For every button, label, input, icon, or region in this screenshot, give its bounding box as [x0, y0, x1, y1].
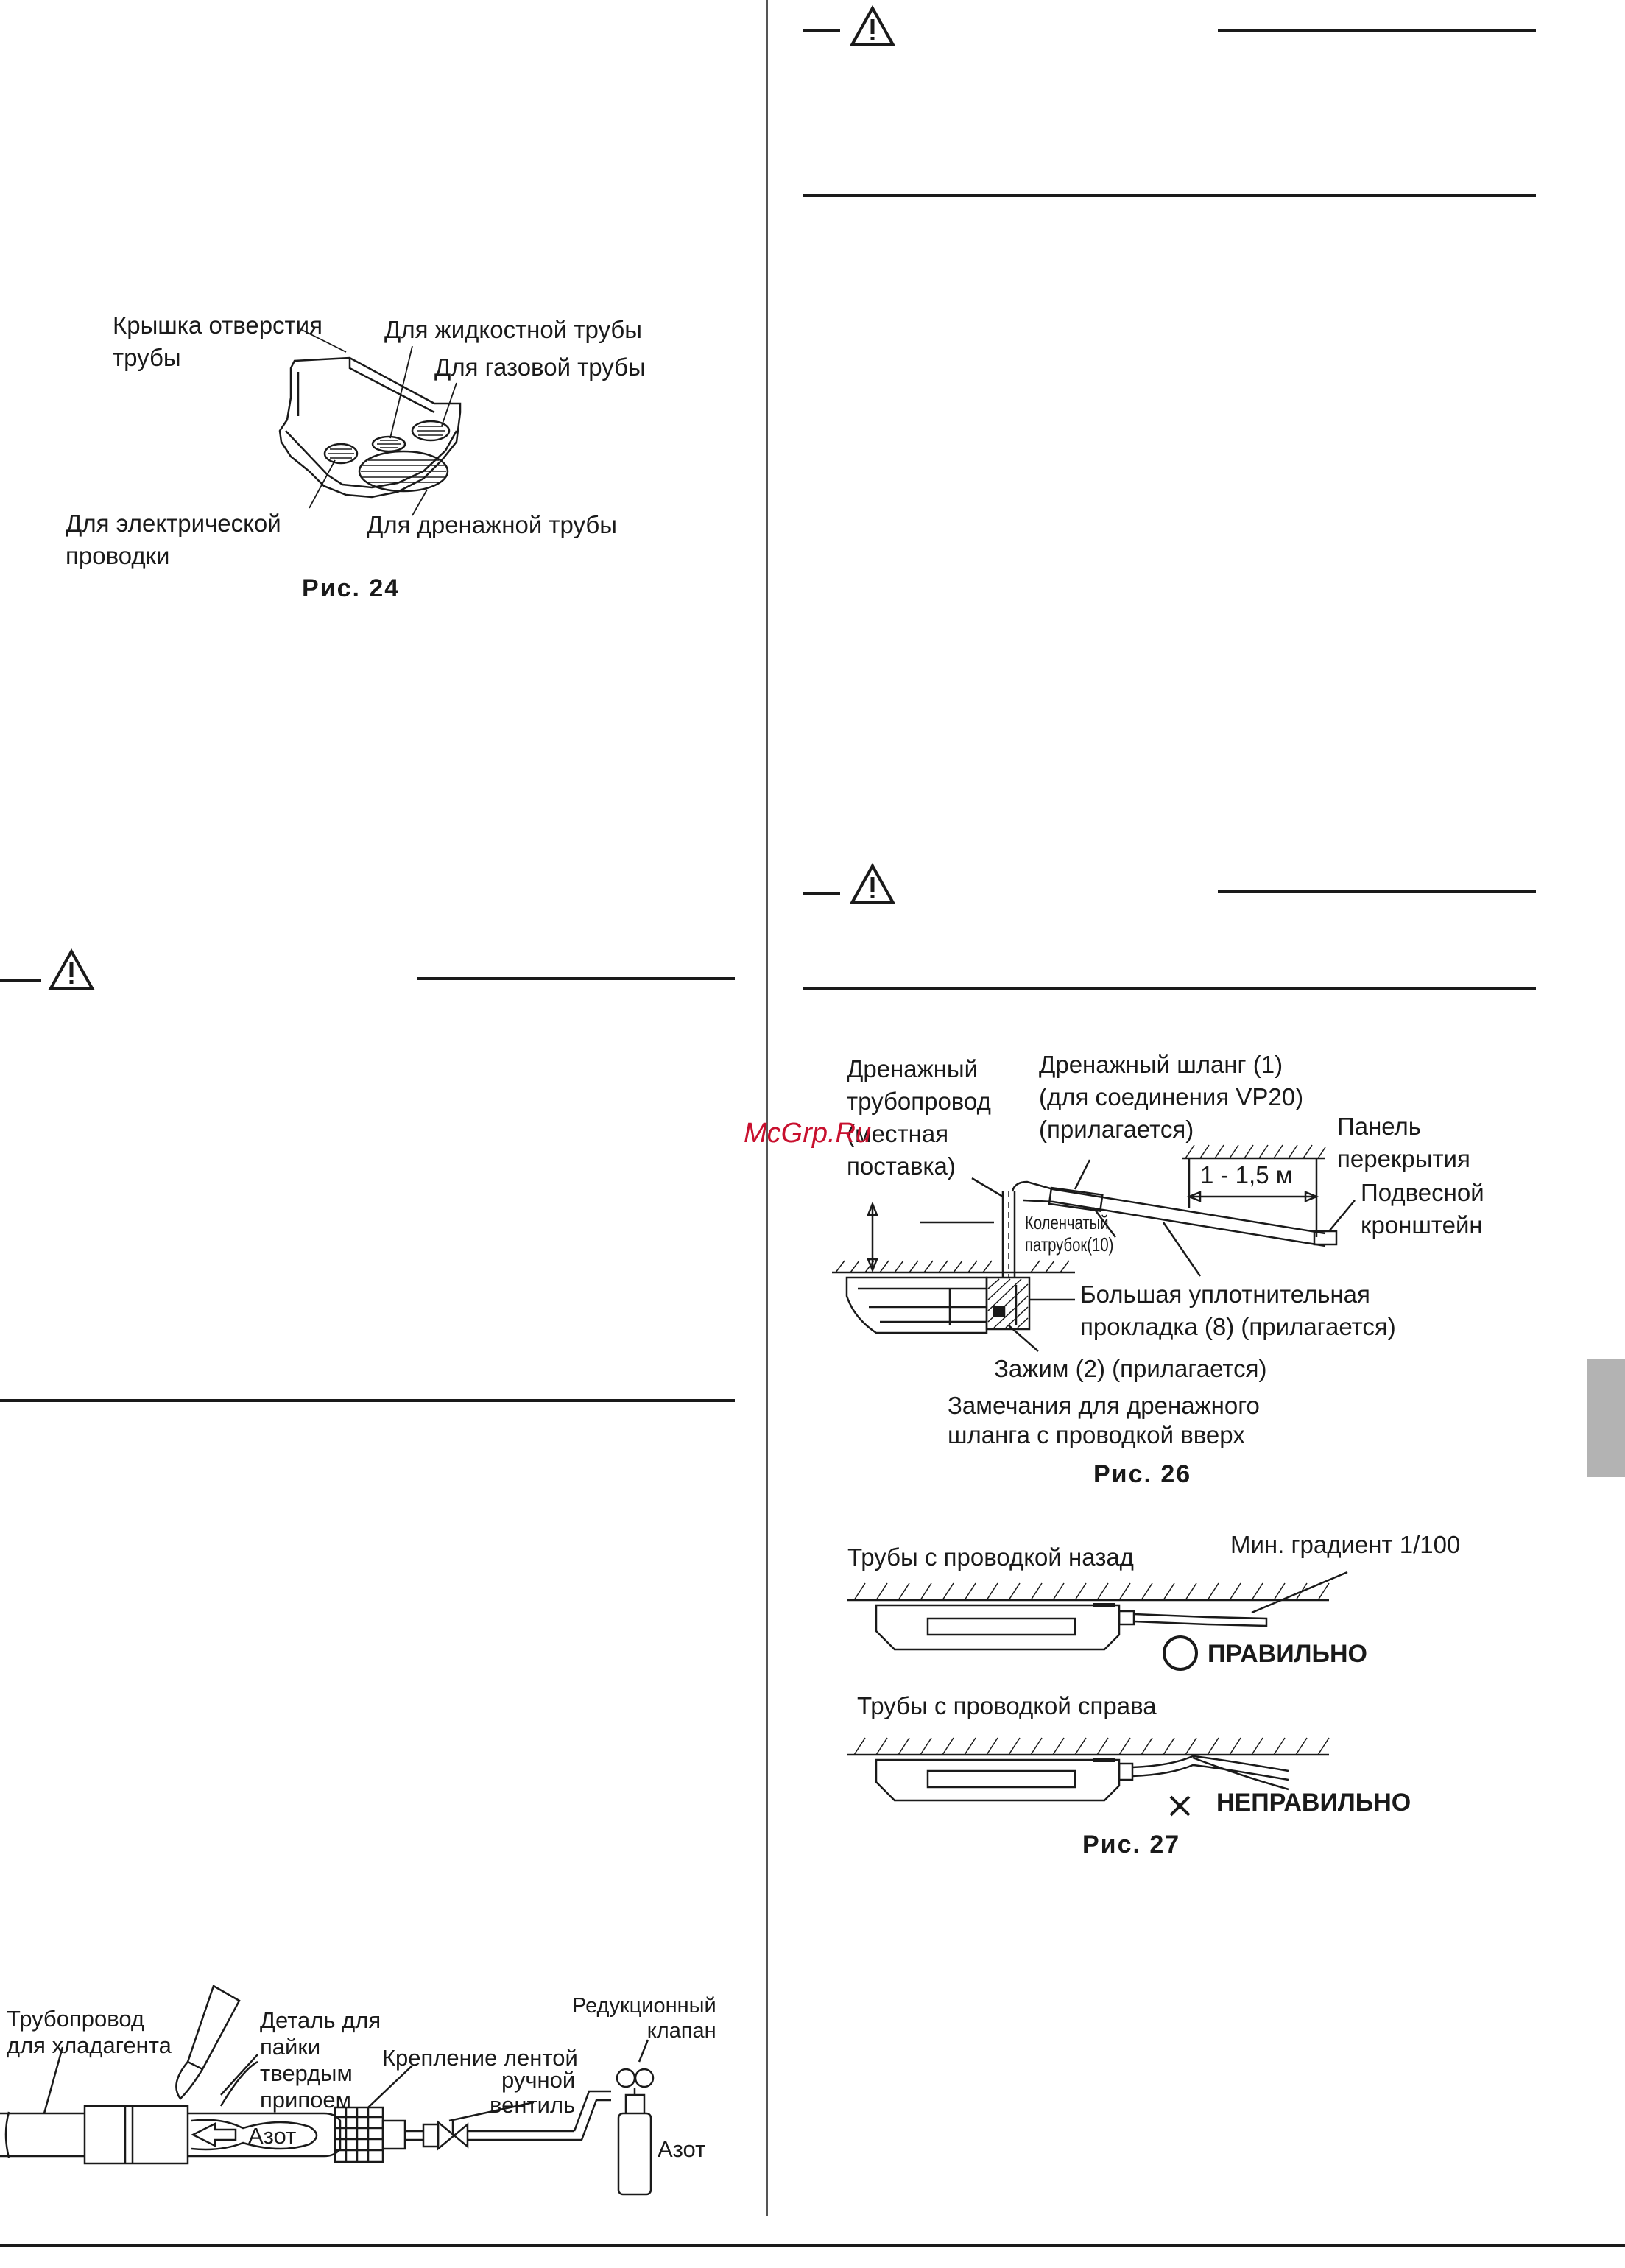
fig26-label-dimension: 1 - 1,5 м	[1200, 1161, 1293, 1188]
warning-left-dash-3	[0, 979, 41, 982]
fig27-label-gradient: Мин. градиент 1/100	[1230, 1531, 1461, 1558]
fig27-label-wrong: НЕПРАВИЛЬНО	[1216, 1789, 1411, 1817]
fig27-label-right: Трубы с проводкой справа	[857, 1692, 1157, 1719]
fig24-label-electric: Для электрической проводки	[66, 510, 281, 569]
brazing-label-hand-valve: ручной вентиль	[490, 2067, 576, 2118]
column-divider	[766, 0, 768, 2216]
fig26-label-hanger: Подвесной кронштейн	[1361, 1179, 1484, 1239]
brazing-label-reducing-valve: Редукционный клапан	[572, 1994, 716, 2043]
fig24-label-drain: Для дренажной трубы	[367, 511, 618, 538]
fig26-label-ceiling: Панель перекрытия	[1337, 1113, 1470, 1172]
fig26-caption: Рис. 26	[1093, 1460, 1192, 1488]
page-bottom-rule	[0, 2244, 1625, 2247]
warning-bottom-rule	[803, 194, 1536, 197]
fig24-label-gas: Для газовой трубы	[434, 353, 646, 381]
fig24-caption: Рис. 24	[302, 574, 401, 602]
warning-bottom-rule-3	[0, 1399, 735, 1402]
warning-icon	[48, 948, 95, 990]
warning-bottom-rule-2	[803, 987, 1536, 990]
fig27-label-correct: ПРАВИЛЬНО	[1208, 1640, 1367, 1668]
warning-left-dash-2	[803, 892, 840, 895]
fig24-label-liquid: Для жидкостной трубы	[384, 316, 642, 343]
fig26-label-drain-piping: Дренажный трубопровод (местная поставка)	[847, 1055, 991, 1180]
warning-top-rule	[1218, 29, 1536, 32]
warning-left-dash	[803, 29, 840, 32]
brazing-label-brazing-part: Деталь для пайки твердым припоем	[260, 2007, 381, 2113]
fig26-label-drain-hose: Дренажный шланг (1) (для соединения VP20…	[1039, 1051, 1304, 1143]
brazing-label-refrigerant-pipe: Трубопровод для хладагента	[7, 2006, 172, 2058]
warning-top-rule-2	[1218, 890, 1536, 893]
fig27-caption: Рис. 27	[1082, 1831, 1181, 1859]
warning-icon	[849, 862, 896, 904]
watermark: McGrp.Ru	[744, 1118, 872, 1149]
section-tab	[1587, 1359, 1625, 1477]
fig26-label-elbow: Коленчатый патрубок(10)	[1025, 1211, 1114, 1256]
brazing-label-taping: Крепление лентой	[382, 2045, 578, 2071]
brazing-label-nitrogen-tank: Азот	[658, 2136, 706, 2162]
warning-top-rule-3	[417, 977, 735, 980]
fig24-label-cover: Крышка отверстия трубы	[113, 311, 322, 371]
fig27-label-back: Трубы с проводкой назад	[847, 1543, 1134, 1571]
fig26-label-clamp: Зажим (2) (прилагается)	[994, 1355, 1267, 1382]
warning-icon	[849, 4, 896, 46]
fig26-label-notes: Замечания для дренажного шланга с провод…	[948, 1392, 1260, 1448]
fig26-label-seal: Большая уплотнительная прокладка (8) (пр…	[1080, 1281, 1396, 1340]
brazing-label-nitrogen-arrow: Азот	[248, 2123, 297, 2149]
